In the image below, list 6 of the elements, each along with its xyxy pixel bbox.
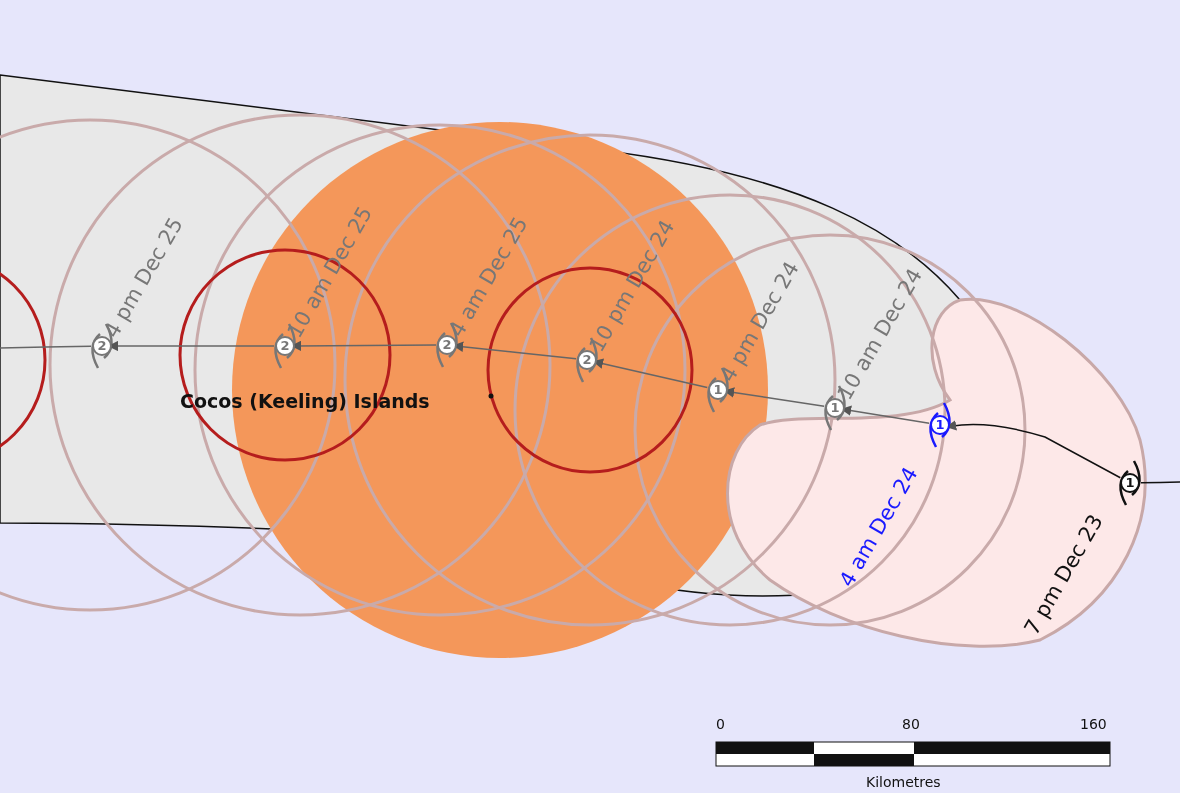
- scale-unit-label: Kilometres: [866, 774, 941, 790]
- scale-tick-label: 0: [716, 716, 725, 732]
- track-line: [0, 345, 92, 349]
- track-line: [1140, 481, 1180, 484]
- scale-tick-label: 160: [1080, 716, 1107, 732]
- scale-tick-label: 80: [902, 716, 920, 732]
